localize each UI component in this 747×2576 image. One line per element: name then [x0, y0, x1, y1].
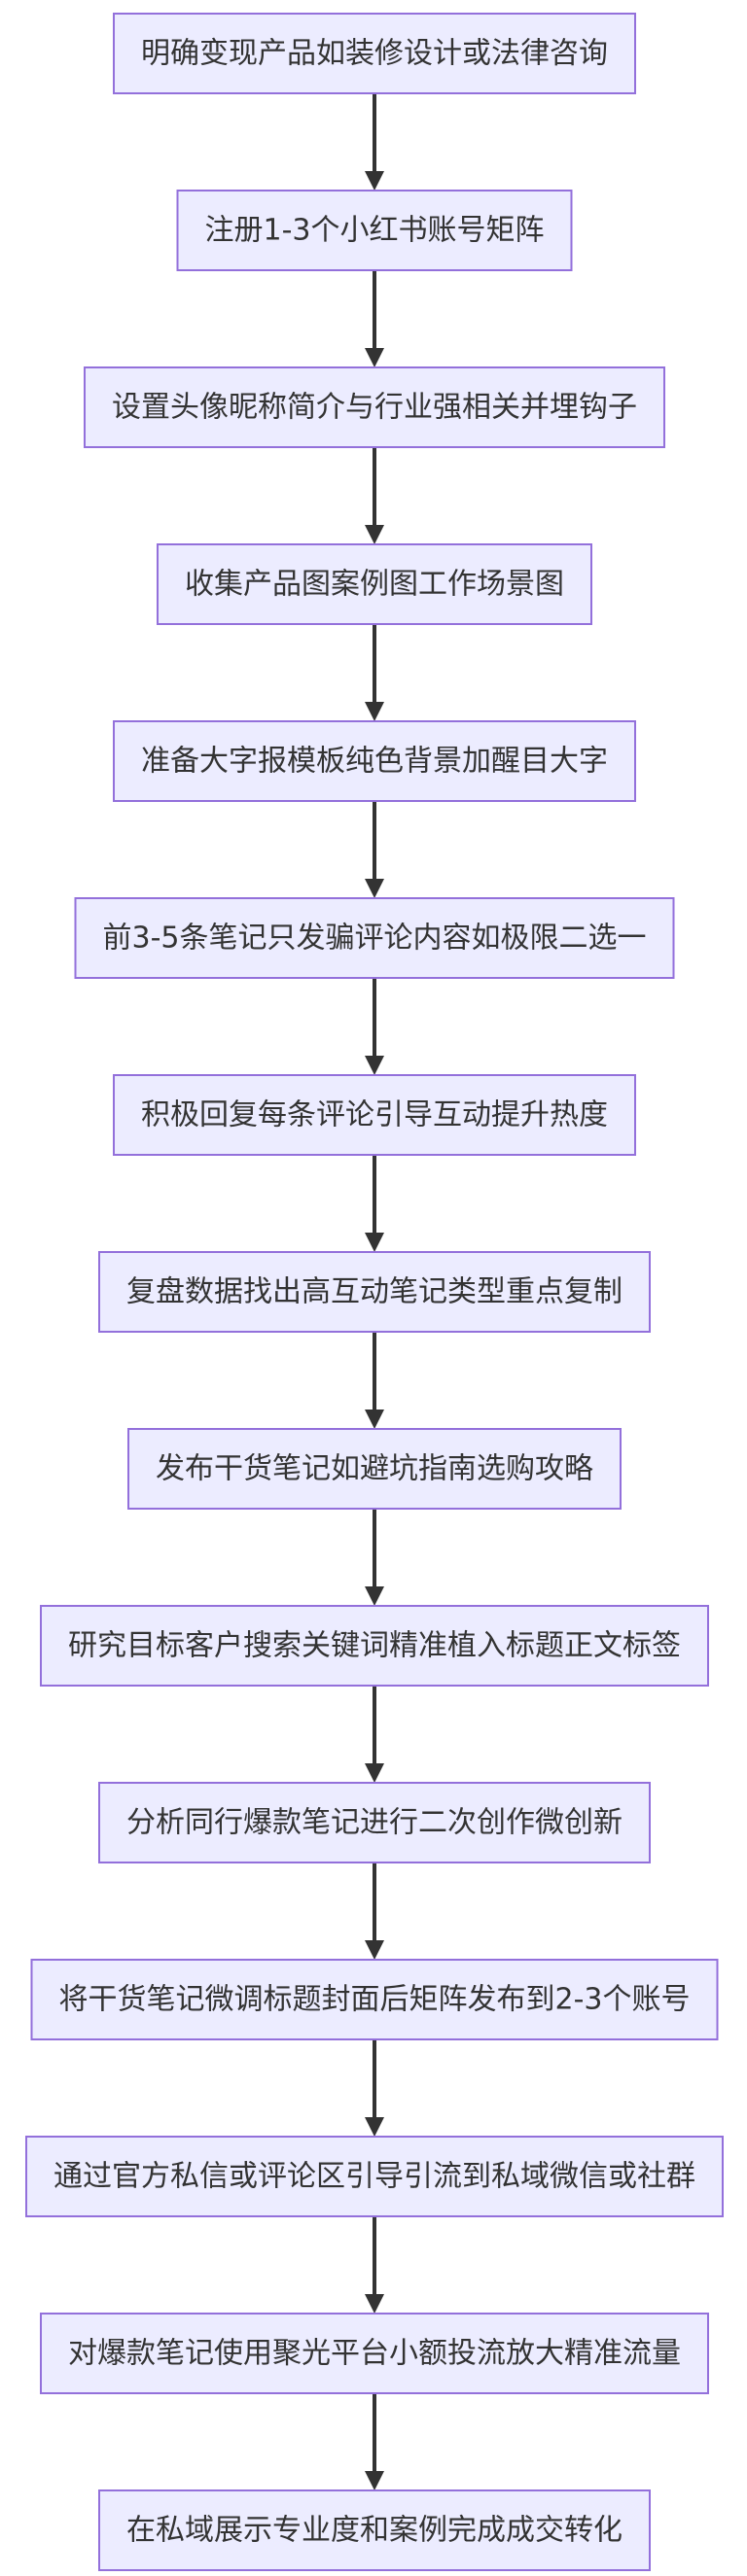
step-label: 研究目标客户搜索关键词精准植入标题正文标签	[68, 1629, 681, 1663]
step-box	[30, 1959, 719, 2040]
step-label: 将干货笔记微调标题封面后矩阵发布到2-3个账号	[59, 1983, 691, 2017]
flow-step-1: 明确变现产品如装修设计或法律咨询	[113, 13, 636, 94]
step-label: 对爆款笔记使用聚光平台小额投流放大精准流量	[68, 2337, 681, 2371]
flow-step-12: 将干货笔记微调标题封面后矩阵发布到2-3个账号	[30, 1959, 719, 2040]
step-label: 发布干货笔记如避坑指南选购攻略	[156, 1452, 593, 1486]
arrowhead-icon	[365, 348, 384, 367]
step-box	[113, 1074, 636, 1156]
flow-step-5: 准备大字报模板纯色背景加醒目大字	[113, 720, 636, 802]
flow-step-11: 分析同行爆款笔记进行二次创作微创新	[98, 1782, 651, 1863]
arrowhead-icon	[365, 1940, 384, 1960]
arrowhead-icon	[365, 1586, 384, 1606]
arrowhead-icon	[365, 171, 384, 191]
edge-arrow	[365, 2393, 384, 2490]
step-label: 收集产品图案例图工作场景图	[185, 568, 564, 602]
step-label: 分析同行爆款笔记进行二次创作微创新	[126, 1806, 622, 1840]
flow-step-7: 积极回复每条评论引导互动提升热度	[113, 1074, 636, 1156]
flow-step-9: 发布干货笔记如避坑指南选购攻略	[127, 1428, 622, 1510]
edge-arrow	[365, 1686, 384, 1783]
edge-arrow	[365, 2216, 384, 2314]
step-box	[176, 190, 573, 271]
step-label: 积极回复每条评论引导互动提升热度	[141, 1098, 608, 1132]
step-box	[84, 366, 665, 448]
edge-arrow	[365, 2039, 384, 2137]
arrowhead-icon	[365, 2471, 384, 2490]
step-label: 前3-5条笔记只发骗评论内容如极限二选一	[103, 922, 647, 956]
flow-step-8: 复盘数据找出高互动笔记类型重点复制	[98, 1251, 651, 1333]
step-label: 明确变现产品如装修设计或法律咨询	[141, 37, 608, 71]
arrowhead-icon	[365, 1410, 384, 1429]
step-box	[113, 13, 636, 94]
flow-step-3: 设置头像昵称简介与行业强相关并埋钩子	[84, 366, 665, 448]
edge-arrow	[365, 270, 384, 367]
flow-step-6: 前3-5条笔记只发骗评论内容如极限二选一	[74, 897, 675, 979]
edge-arrow	[365, 93, 384, 191]
step-label: 复盘数据找出高互动笔记类型重点复制	[126, 1275, 622, 1309]
arrowhead-icon	[365, 702, 384, 721]
step-box	[127, 1428, 622, 1510]
arrowhead-icon	[365, 525, 384, 544]
step-label: 设置头像昵称简介与行业强相关并埋钩子	[112, 391, 637, 425]
flow-step-2: 注册1-3个小红书账号矩阵	[176, 190, 573, 271]
step-box	[98, 2489, 651, 2571]
edge-arrow	[365, 978, 384, 1075]
flow-step-4: 收集产品图案例图工作场景图	[157, 543, 592, 625]
step-label: 通过官方私信或评论区引导引流到私域微信或社群	[53, 2160, 695, 2194]
arrowhead-icon	[365, 2117, 384, 2137]
step-box	[98, 1782, 651, 1863]
arrowhead-icon	[365, 1233, 384, 1252]
edge-arrow	[365, 1332, 384, 1429]
flow-step-15: 在私域展示专业度和案例完成成交转化	[98, 2489, 651, 2571]
step-box	[40, 1605, 709, 1687]
step-label: 准备大字报模板纯色背景加醒目大字	[141, 745, 608, 779]
arrowhead-icon	[365, 2294, 384, 2314]
step-box	[113, 720, 636, 802]
step-label: 注册1-3个小红书账号矩阵	[205, 214, 545, 248]
flow-step-14: 对爆款笔记使用聚光平台小额投流放大精准流量	[40, 2313, 709, 2394]
step-label: 在私域展示专业度和案例完成成交转化	[126, 2514, 622, 2548]
step-box	[74, 897, 675, 979]
arrowhead-icon	[365, 1056, 384, 1075]
arrowhead-icon	[365, 1763, 384, 1783]
step-box	[98, 1251, 651, 1333]
flow-step-13: 通过官方私信或评论区引导引流到私域微信或社群	[25, 2136, 724, 2217]
edge-arrow	[365, 1509, 384, 1606]
edge-arrow	[365, 1862, 384, 1960]
step-box	[25, 2136, 724, 2217]
step-box	[40, 2313, 709, 2394]
edge-arrow	[365, 1155, 384, 1252]
edge-arrow	[365, 447, 384, 544]
flow-step-10: 研究目标客户搜索关键词精准植入标题正文标签	[40, 1605, 709, 1687]
edge-arrow	[365, 801, 384, 898]
step-box	[157, 543, 592, 625]
edge-arrow	[365, 624, 384, 721]
arrowhead-icon	[365, 879, 384, 898]
